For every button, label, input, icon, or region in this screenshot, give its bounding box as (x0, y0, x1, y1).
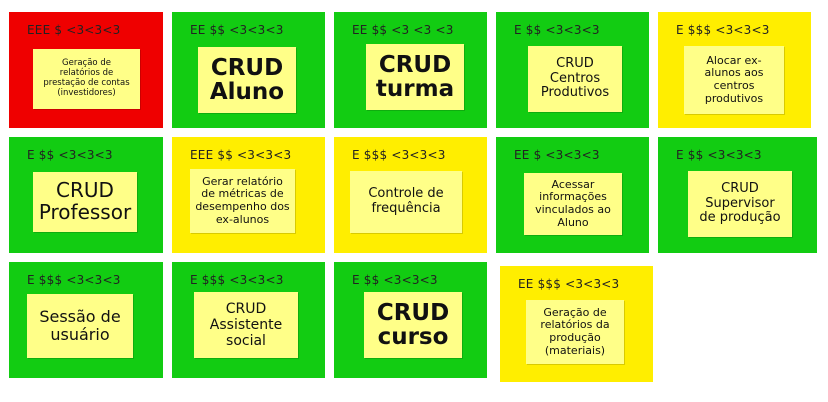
card-sessao-usuario: E $$$ <3<3<3 Sessão de usuário (9, 262, 163, 378)
sticky-note: Controle de frequência (350, 171, 462, 233)
sticky-note: CRUD turma (366, 44, 464, 110)
card-header: E $$$ <3<3<3 (190, 273, 284, 287)
card-header: E $$ <3<3<3 (27, 148, 113, 162)
sticky-note: Geração de relatórios de prestação de co… (33, 49, 140, 109)
card-header: EEE $$ <3<3<3 (190, 148, 292, 162)
card-acessar-informacoes-aluno: EE $ <3<3<3 Acessar informações vinculad… (496, 137, 649, 253)
card-header: E $$$ <3<3<3 (676, 23, 770, 37)
card-crud-supervisor-producao: E $$ <3<3<3 CRUD Supervisor de produção (658, 137, 817, 253)
card-header: E $$ <3<3<3 (514, 23, 600, 37)
card-relatorios-prestacao-contas: EEE $ <3<3<3 Geração de relatórios de pr… (9, 12, 163, 128)
sticky-note: CRUD Assistente social (194, 292, 298, 358)
card-header: EE $$$ <3<3<3 (518, 277, 620, 291)
card-crud-curso: E $$ <3<3<3 CRUD curso (334, 262, 487, 378)
card-crud-centros-produtivos: E $$ <3<3<3 CRUD Centros Produtivos (496, 12, 649, 128)
sticky-note: CRUD Centros Produtivos (528, 46, 622, 112)
card-crud-turma: EE $$ <3 <3 <3 CRUD turma (334, 12, 487, 128)
sticky-note: Gerar relatório de métricas de desempenh… (190, 169, 295, 233)
sticky-note: Geração de relatórios da produção (mater… (526, 300, 624, 364)
sticky-note: CRUD Professor (33, 172, 137, 232)
card-crud-professor: E $$ <3<3<3 CRUD Professor (9, 137, 163, 253)
sticky-note: CRUD Supervisor de produção (688, 171, 792, 237)
sticky-note: Acessar informações vinculados ao Aluno (524, 173, 622, 235)
card-relatorio-metricas: EEE $$ <3<3<3 Gerar relatório de métrica… (172, 137, 325, 253)
card-header: E $$ <3<3<3 (352, 273, 438, 287)
sticky-note: CRUD Aluno (198, 47, 296, 113)
sticky-note: Alocar ex- alunos aos centros produtivos (684, 46, 784, 114)
sticky-note: Sessão de usuário (27, 294, 133, 358)
card-header: E $$ <3<3<3 (676, 148, 762, 162)
sticky-note: CRUD curso (364, 292, 462, 358)
card-header: EE $ <3<3<3 (514, 148, 600, 162)
card-crud-assistente-social: E $$$ <3<3<3 CRUD Assistente social (172, 262, 325, 378)
card-header: E $$$ <3<3<3 (352, 148, 446, 162)
card-header: E $$$ <3<3<3 (27, 273, 121, 287)
card-relatorios-producao: EE $$$ <3<3<3 Geração de relatórios da p… (500, 266, 653, 382)
card-crud-aluno: EE $$ <3<3<3 CRUD Aluno (172, 12, 325, 128)
card-header: EEE $ <3<3<3 (27, 23, 121, 37)
card-controle-frequencia: E $$$ <3<3<3 Controle de frequência (334, 137, 487, 253)
card-header: EE $$ <3<3<3 (190, 23, 284, 37)
card-alocar-ex-alunos: E $$$ <3<3<3 Alocar ex- alunos aos centr… (658, 12, 811, 128)
card-header: EE $$ <3 <3 <3 (352, 23, 454, 37)
